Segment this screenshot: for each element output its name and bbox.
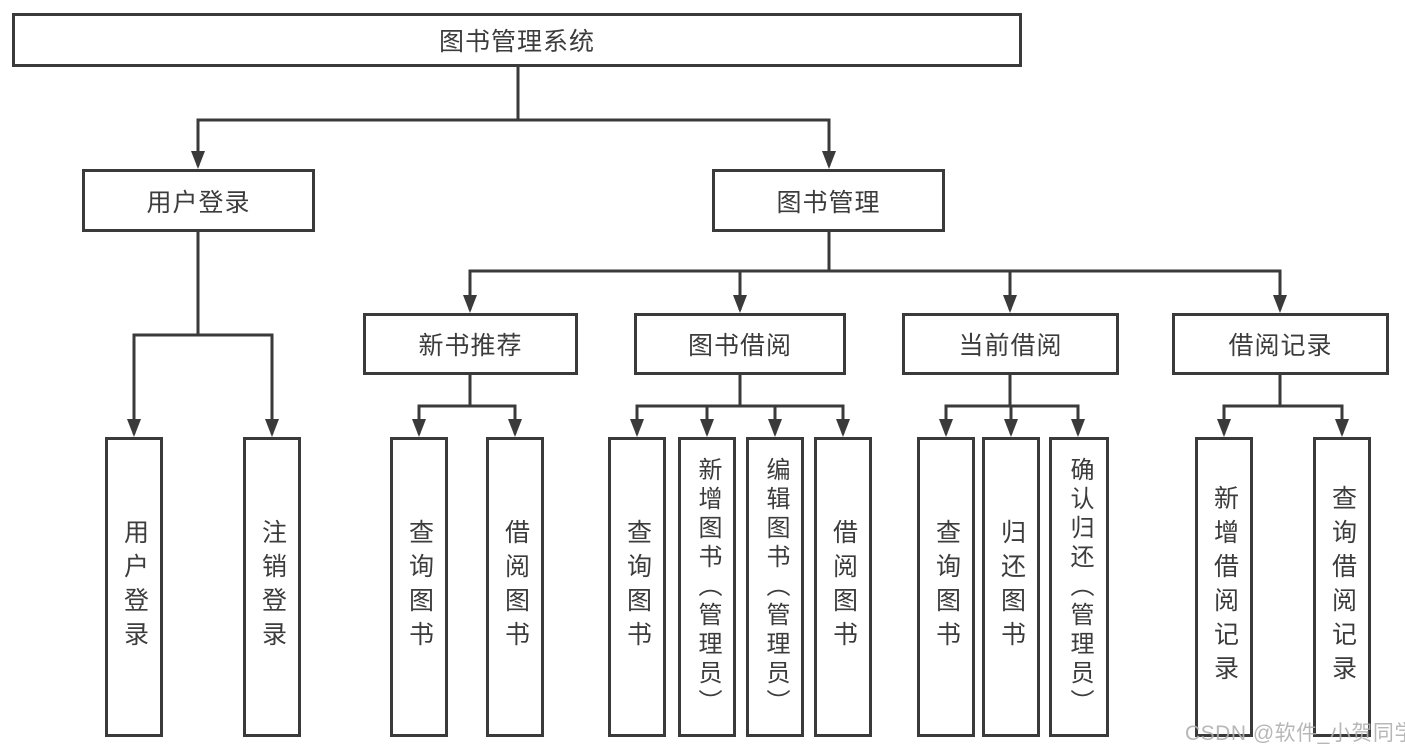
node-library-system-label: 图书管理系统 xyxy=(438,28,595,56)
leaf-return-books-label: 归还图书 xyxy=(997,519,1026,655)
node-book-borrowing: 图书借阅 xyxy=(634,313,846,375)
leaf-query-borrow-record-label: 查询借阅记录 xyxy=(1328,485,1357,689)
node-current-borrowing-label: 当前借阅 xyxy=(958,332,1063,360)
leaf-confirm-return-admin: 确认归还（管理员） xyxy=(1049,437,1109,737)
node-user-login-label: 用户登录 xyxy=(146,188,251,217)
leaf-query-books-recommend-label: 查询图书 xyxy=(405,519,434,655)
leaf-borrow-books-borrowing: 借阅图书 xyxy=(814,437,872,737)
node-user-login: 用户登录 xyxy=(82,169,315,232)
leaf-logout: 注销登录 xyxy=(243,437,301,737)
leaf-borrow-books-borrowing-label: 借阅图书 xyxy=(829,519,858,655)
leaf-query-books-current-label: 查询图书 xyxy=(932,519,961,655)
leaf-query-books-current: 查询图书 xyxy=(917,437,975,737)
node-new-book-recommend-label: 新书推荐 xyxy=(418,332,523,360)
leaf-query-books-recommend: 查询图书 xyxy=(390,437,448,737)
leaf-edit-book-admin-label: 编辑图书（管理员） xyxy=(762,456,789,718)
node-new-book-recommend: 新书推荐 xyxy=(363,313,578,375)
leaf-add-book-admin-label: 新增图书（管理员） xyxy=(694,456,721,718)
node-library-system: 图书管理系统 xyxy=(12,13,1022,67)
leaf-query-books-borrowing: 查询图书 xyxy=(608,437,666,737)
leaf-edit-book-admin: 编辑图书（管理员） xyxy=(746,437,804,737)
leaf-query-borrow-record: 查询借阅记录 xyxy=(1313,437,1371,737)
csdn-watermark: CSDN @软件_小贺同学 xyxy=(1185,722,1405,745)
node-book-borrowing-label: 图书借阅 xyxy=(687,332,792,360)
leaf-borrow-books-recommend: 借阅图书 xyxy=(486,437,544,737)
leaf-confirm-return-admin-label: 确认归还（管理员） xyxy=(1066,456,1093,718)
leaf-borrow-books-recommend-label: 借阅图书 xyxy=(501,519,530,655)
node-book-management: 图书管理 xyxy=(712,169,945,232)
leaf-add-borrow-record-label: 新增借阅记录 xyxy=(1210,485,1239,689)
leaf-query-books-borrowing-label: 查询图书 xyxy=(623,519,652,655)
node-book-management-label: 图书管理 xyxy=(776,188,881,217)
leaf-user-login-label: 用户登录 xyxy=(120,519,149,655)
node-borrow-records: 借阅记录 xyxy=(1172,313,1389,375)
node-borrow-records-label: 借阅记录 xyxy=(1228,332,1333,360)
leaf-add-book-admin: 新增图书（管理员） xyxy=(678,437,736,737)
leaf-user-login: 用户登录 xyxy=(105,437,163,737)
leaf-logout-label: 注销登录 xyxy=(258,519,287,655)
leaf-add-borrow-record: 新增借阅记录 xyxy=(1195,437,1253,737)
leaf-return-books: 归还图书 xyxy=(982,437,1040,737)
node-current-borrowing: 当前借阅 xyxy=(902,313,1119,375)
